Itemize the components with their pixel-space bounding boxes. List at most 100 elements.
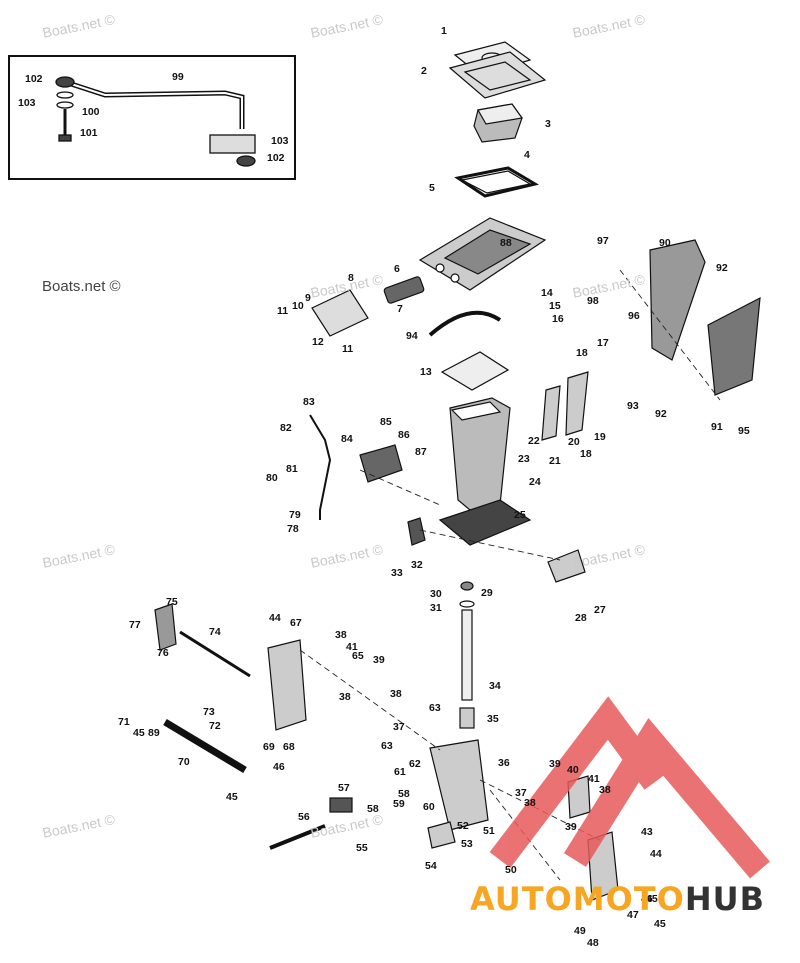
part-label: 58 — [398, 788, 410, 800]
part-label: 96 — [628, 310, 640, 322]
part-label: 44 — [269, 612, 281, 624]
part-label: 48 — [587, 937, 599, 949]
part-label: 3 — [545, 118, 551, 130]
part-label: 29 — [481, 587, 493, 599]
part-label: 38 — [524, 797, 536, 809]
part-label: 11 — [277, 305, 289, 317]
part-56-lever — [269, 824, 326, 850]
part-label: 20 — [568, 436, 580, 448]
part-5-seal — [454, 166, 539, 198]
assembly-lines — [299, 269, 721, 881]
part-83-rod — [309, 414, 332, 520]
part-9-bracket — [311, 289, 369, 337]
part-label: 47 — [627, 909, 639, 921]
part-70-tube — [163, 718, 247, 774]
part-label: 87 — [415, 446, 427, 458]
part-76-clip — [154, 603, 177, 651]
part-label: 54 — [425, 860, 437, 872]
part-label: 23 — [518, 453, 530, 465]
part-label: 62 — [409, 758, 421, 770]
part-label: 30 — [430, 588, 442, 600]
part-label: 35 — [487, 713, 499, 725]
part-label: 73 — [203, 706, 215, 718]
part-label: 70 — [178, 756, 190, 768]
part-label: 38 — [599, 784, 611, 796]
part-label: 63 — [381, 740, 393, 752]
brand-text-part2: HUB — [684, 880, 766, 918]
part-label: 57 — [338, 782, 350, 794]
part-74-rod — [179, 630, 251, 678]
part-label: 16 — [552, 313, 564, 325]
part-label: 95 — [738, 425, 750, 437]
part-label: 55 — [356, 842, 368, 854]
watermark: Boats.net © — [42, 278, 121, 295]
part-label: 5 — [429, 182, 435, 194]
part-label: 61 — [394, 766, 406, 778]
part-label: 14 — [541, 287, 553, 299]
part-20-bracket — [565, 371, 589, 436]
part-label: 13 — [420, 366, 432, 378]
part-label: 2 — [421, 65, 427, 77]
part-label: 58 — [367, 803, 379, 815]
part-label: 17 — [597, 337, 609, 349]
part-label: 83 — [303, 396, 315, 408]
part-label: 45 — [646, 893, 658, 905]
part-label: 50 — [505, 864, 517, 876]
part-label: 45 — [654, 918, 666, 930]
part-label: 6 — [394, 263, 400, 275]
part-label: 40 — [567, 764, 579, 776]
part-label: 51 — [483, 825, 495, 837]
part-label: 34 — [489, 680, 501, 692]
part-label: 27 — [594, 604, 606, 616]
part-label: 38 — [390, 688, 402, 700]
part-34-shaft — [461, 609, 473, 701]
part-23-midsection — [438, 397, 532, 546]
part-label: 4 — [524, 149, 530, 161]
part-label: 45 — [226, 791, 238, 803]
part-label: 46 — [641, 893, 653, 905]
part-31-ring — [459, 600, 475, 608]
part-label: 41 — [588, 773, 600, 785]
part-label: 9 — [305, 292, 311, 304]
part-label: 69 — [263, 741, 275, 753]
part-label: 78 — [287, 523, 299, 535]
part-label: 103 — [18, 97, 36, 109]
part-67-clamp — [267, 639, 307, 731]
part-label: 33 — [391, 567, 403, 579]
part-label: 89 — [148, 727, 160, 739]
part-label: 22 — [528, 435, 540, 447]
part-label: 12 — [312, 336, 324, 348]
part-label: 24 — [529, 476, 541, 488]
part-label: 98 — [587, 295, 599, 307]
part-label: 46 — [273, 761, 285, 773]
inset-tiller-drawing — [55, 76, 256, 167]
part-27-bracket — [547, 549, 586, 583]
part-label: 36 — [498, 757, 510, 769]
part-label: 44 — [650, 848, 662, 860]
part-35-bushing — [459, 707, 475, 729]
part-label: 18 — [576, 347, 588, 359]
part-label: 10 — [292, 300, 304, 312]
part-label: 60 — [423, 801, 435, 813]
part-label: 1 — [441, 25, 447, 37]
part-label: 67 — [290, 617, 302, 629]
part-label: 102 — [267, 152, 285, 164]
automotohub-logo-text: AUTOMOTOHUB — [470, 880, 765, 918]
part-label: 75 — [166, 596, 178, 608]
part-label: 99 — [172, 71, 184, 83]
part-94-hose — [428, 310, 502, 337]
part-label: 11 — [342, 343, 354, 355]
part-label: 92 — [716, 262, 728, 274]
part-13-gasket — [440, 351, 510, 391]
part-label: 92 — [655, 408, 667, 420]
part-label: 59 — [393, 798, 405, 810]
part-3-cup — [473, 103, 524, 143]
part-label: 45 — [133, 727, 145, 739]
part-label: 7 — [397, 303, 403, 315]
part-label: 25 — [514, 509, 526, 521]
part-label: 93 — [627, 400, 639, 412]
part-57-block — [329, 797, 353, 813]
part-label: 86 — [398, 429, 410, 441]
part-label: 85 — [380, 416, 392, 428]
part-label: 39 — [549, 758, 561, 770]
